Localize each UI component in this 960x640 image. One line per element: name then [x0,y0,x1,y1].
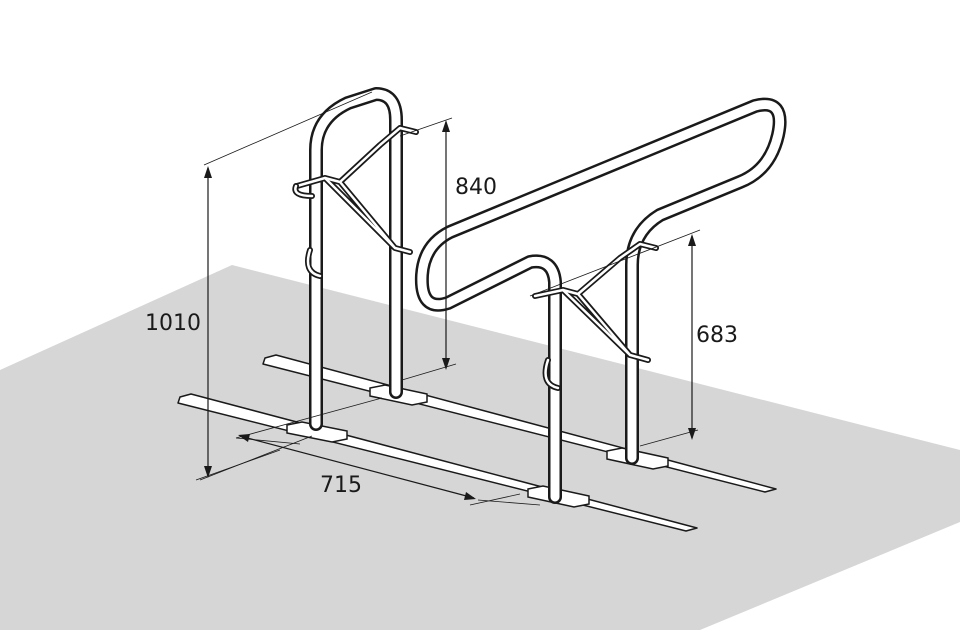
left-frame [309,87,403,431]
right-wire-holder [532,241,659,391]
left-wire-holder [292,125,419,279]
base-plate-front-left [286,421,348,443]
dimension-label-1010: 1010 [145,311,201,336]
dimension-holder-height: 683 [529,229,738,447]
right-frame [414,97,787,504]
dimension-frame-height: 840 [399,117,497,381]
dimension-spacing: 715 [195,397,541,506]
floor-plane [0,265,960,630]
dimension-label-683: 683 [696,323,738,348]
dimension-total-height: 1010 [145,91,373,481]
dimension-label-840: 840 [455,175,497,200]
dimension-label-715: 715 [320,473,362,498]
